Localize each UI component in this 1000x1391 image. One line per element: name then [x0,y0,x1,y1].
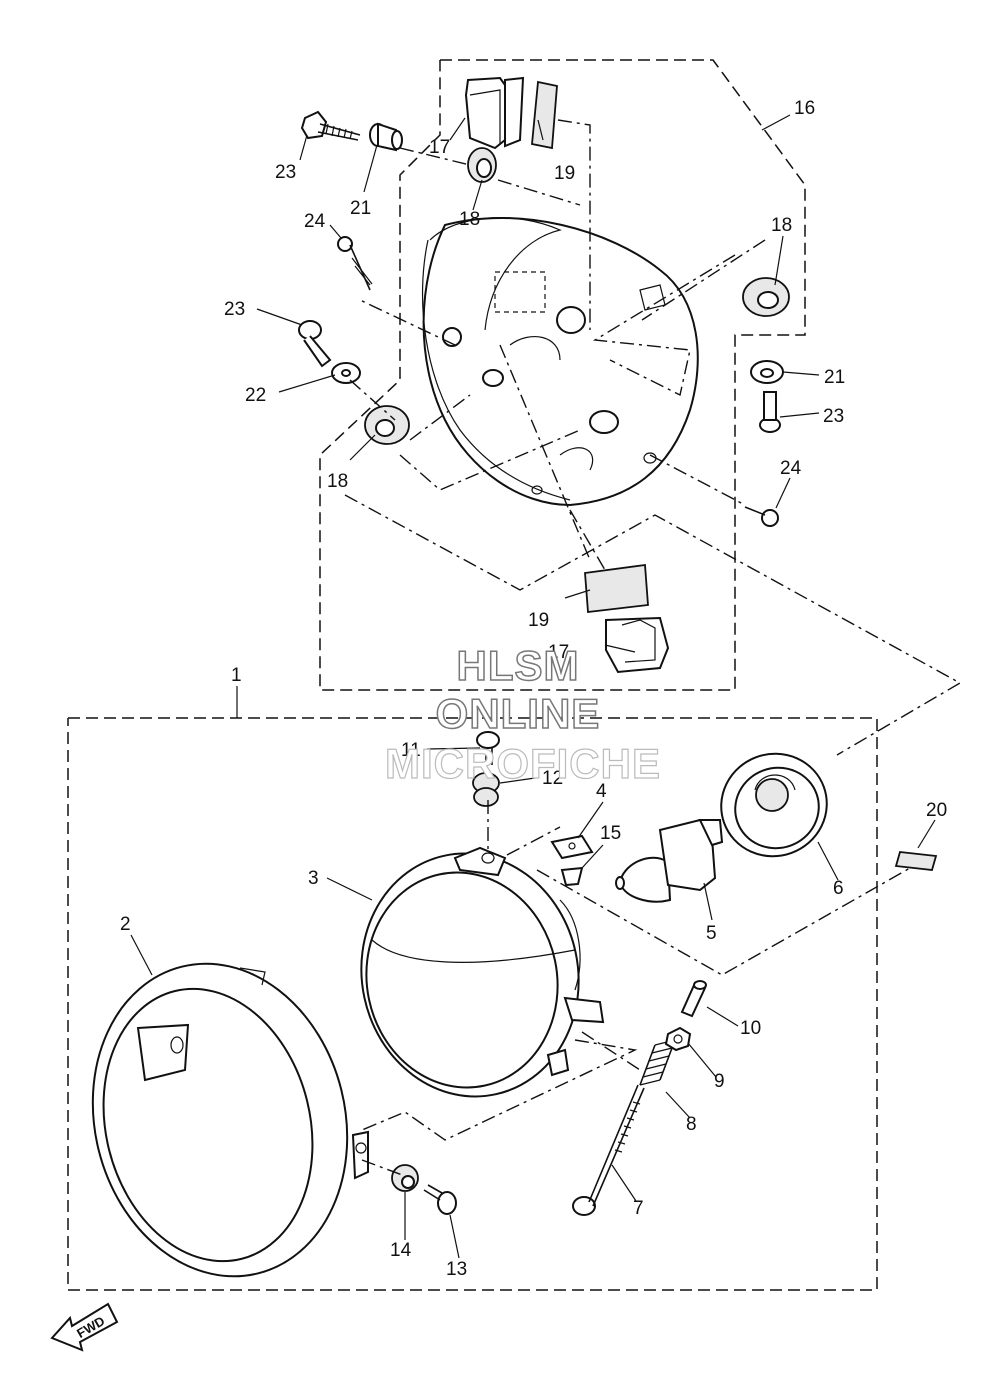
callout-11: 11 [401,740,421,761]
leader-lines [130,114,936,1259]
callout-15: 15 [600,823,621,844]
collar-21-right [750,360,784,384]
socket-6 [720,752,828,858]
callout-14: 14 [390,1240,412,1261]
callout-numbers: 1 2 3 4 5 6 7 8 9 10 11 12 13 14 15 16 1… [120,98,947,1280]
grommet-18-right [742,277,790,317]
callout-18-left: 18 [327,471,348,492]
callout-17-upper: 17 [429,137,450,158]
callout-5: 5 [706,923,717,944]
assembly-1-boundary [67,717,878,1291]
watermark: HLSM ONLINE MICROFICHE [384,641,661,787]
callout-21-upper: 21 [350,198,371,219]
callout-2: 2 [120,914,131,935]
callout-13: 13 [446,1259,467,1280]
callout-24-upper: 24 [304,211,326,232]
washer-22 [331,362,361,384]
grommet-18-upper [467,147,497,183]
callout-10: 10 [740,1018,761,1039]
headlight-housing [421,216,699,507]
callout-7: 7 [633,1198,644,1219]
bolt-23-right [759,391,781,433]
headlight-rim [91,962,369,1278]
callout-19-upper: 19 [554,163,575,184]
callout-23-right: 23 [823,406,844,427]
callout-8: 8 [686,1114,697,1135]
bolt-23-upper [300,110,361,141]
callout-16: 16 [794,98,815,119]
grommet-18-left [364,405,410,445]
callout-24-right: 24 [780,458,802,479]
bulb-5 [615,818,724,903]
callout-18-right: 18 [771,215,792,236]
callout-19-lower: 19 [528,610,549,631]
callout-12: 12 [542,768,563,789]
pad-19-upper [531,80,558,150]
watermark-line-3: MICROFICHE [385,740,661,787]
clip-17-lower [605,616,670,674]
callout-4: 4 [596,781,607,802]
spring-8 [639,1039,676,1086]
callout-6: 6 [833,878,844,899]
callout-9: 9 [714,1071,725,1092]
grommet-14 [391,1164,419,1192]
clip-15 [560,866,584,887]
screw-24-upper [337,236,373,291]
part-20 [894,851,938,871]
clip-17-upper [464,76,525,150]
callout-1: 1 [231,665,242,686]
callout-23-top: 23 [275,162,296,183]
bracket-4 [550,834,594,860]
callout-20: 20 [926,800,947,821]
callout-18-top: 18 [459,209,480,230]
fwd-arrow-icon: FWD [50,1302,119,1352]
watermark-line-2: ONLINE [436,690,601,737]
lens-unit [360,846,605,1098]
callout-22: 22 [245,385,266,406]
collar-21-upper [369,122,403,152]
bolt-23-left [298,320,332,368]
nut-9 [664,1026,692,1052]
adjust-screw-7 [572,1084,645,1216]
callout-23-left: 23 [224,299,245,320]
part-10 [680,980,707,1018]
screw-24-right [744,506,779,527]
callout-3: 3 [308,868,319,889]
watermark-line-1: HLSM [457,642,580,689]
alignment-lines [344,119,962,1177]
screw-11 [476,731,500,765]
grommet-12 [472,772,500,807]
callout-17-lower: 17 [548,642,569,663]
screw-13 [423,1184,457,1215]
callout-21-right: 21 [824,367,845,388]
pad-19-lower [584,563,649,614]
assembly-16-boundary [319,59,806,691]
